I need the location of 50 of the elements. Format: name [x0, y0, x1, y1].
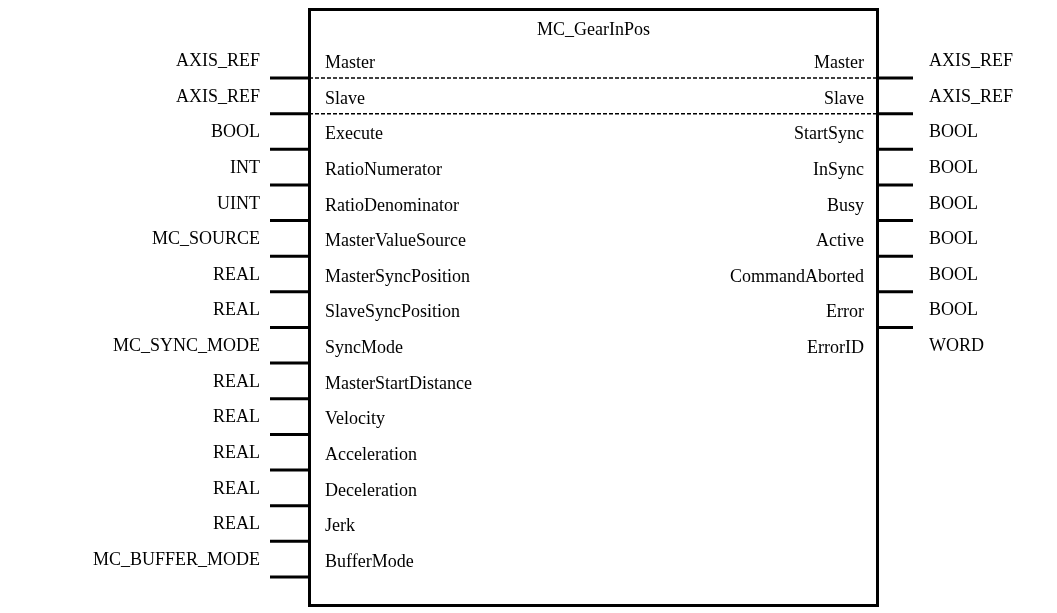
pin-name: SyncMode — [325, 337, 403, 358]
data-type-label: MC_SOURCE — [151, 228, 260, 249]
pin-name: CommandAborted — [730, 265, 864, 286]
pin-name: Busy — [827, 194, 864, 215]
data-type-label: BOOL — [929, 263, 978, 284]
data-type-label: AXIS_REF — [929, 85, 1013, 106]
data-type-label: WORD — [929, 335, 984, 356]
pin-name: Velocity — [325, 408, 385, 429]
data-type-label: BOOL — [929, 192, 978, 213]
data-type-label: BOOL — [211, 121, 260, 142]
pin-name: MasterValueSource — [325, 230, 466, 251]
pin-name: Execute — [325, 123, 383, 144]
data-type-label: AXIS_REF — [929, 50, 1013, 70]
data-type-label: AXIS_REF — [176, 85, 260, 106]
data-type-label: REAL — [213, 263, 260, 284]
data-type-label: AXIS_REF — [176, 50, 260, 70]
pin-name: Active — [816, 230, 864, 251]
data-type-label: INT — [230, 156, 260, 177]
pin-name: Slave — [325, 87, 365, 108]
data-type-label: REAL — [213, 370, 260, 391]
pin-name: Jerk — [325, 515, 355, 536]
pin-name: Slave — [824, 87, 864, 108]
data-type-label: BOOL — [929, 121, 978, 142]
data-type-label: REAL — [213, 299, 260, 320]
data-type-label: MC_SYNC_MODE — [112, 335, 260, 356]
pin-name: Acceleration — [325, 444, 417, 465]
pin-name: ErrorID — [807, 337, 864, 358]
data-type-label: BOOL — [929, 299, 978, 320]
data-type-label: REAL — [213, 406, 260, 427]
data-type-label: REAL — [213, 513, 260, 534]
pin-name: SlaveSyncPosition — [325, 301, 460, 322]
data-type-label: MC_BUFFER_MODE — [92, 548, 260, 569]
pin-name: Deceleration — [325, 479, 417, 500]
pin-name: RatioDenominator — [325, 194, 459, 215]
pin-name: StartSync — [794, 123, 864, 144]
pin-name: InSync — [813, 158, 864, 179]
pin-name: MasterSyncPosition — [325, 265, 470, 286]
pin-name: Master — [814, 52, 864, 72]
function-block — [308, 8, 879, 607]
pin-name: MasterStartDistance — [325, 372, 472, 393]
data-type-label: REAL — [213, 477, 260, 498]
data-type-label: REAL — [213, 442, 260, 463]
pin-name: BufferMode — [325, 550, 414, 571]
pin-name: Error — [826, 301, 864, 322]
pin-name: RatioNumerator — [325, 158, 442, 179]
data-type-label: BOOL — [929, 228, 978, 249]
block-title: MC_GearInPos — [536, 19, 651, 39]
data-type-label: BOOL — [929, 156, 978, 177]
pin-name: Master — [325, 52, 375, 72]
data-type-label: UINT — [217, 192, 260, 213]
